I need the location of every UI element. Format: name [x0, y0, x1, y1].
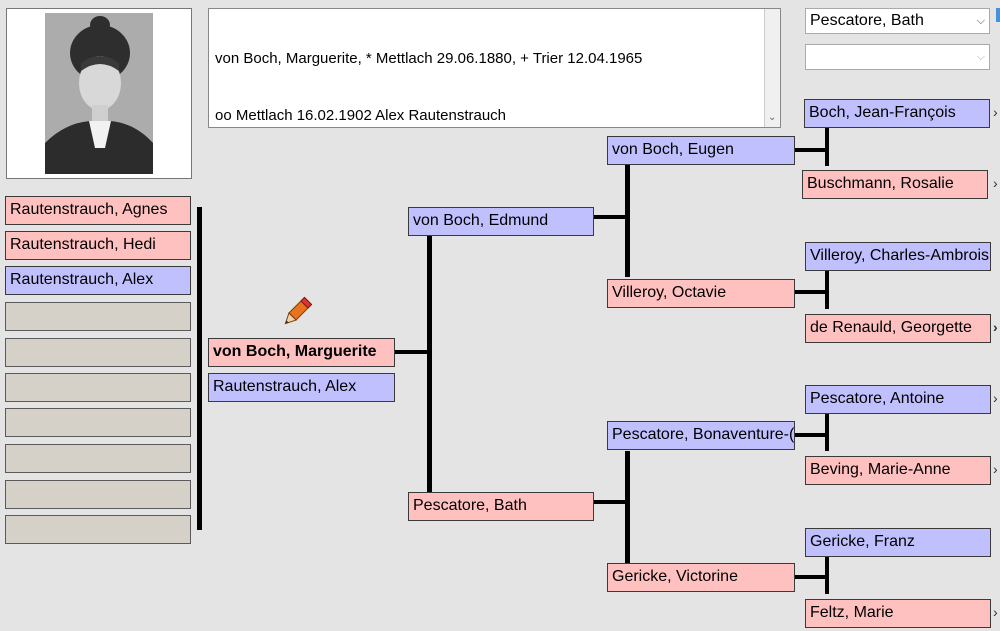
connector-line: [825, 128, 829, 166]
grandfather-maternal-box[interactable]: Pescatore, Bonaventure-(: [607, 421, 795, 450]
great-grandparent-box[interactable]: Feltz, Marie: [805, 599, 991, 628]
connector-line: [395, 350, 431, 354]
empty-child-slot[interactable]: [5, 444, 191, 473]
connector-line: [594, 500, 628, 504]
great-grandparent-box[interactable]: Pescatore, Antoine: [805, 385, 991, 414]
connector-line: [427, 236, 432, 493]
grandmother-maternal-box[interactable]: Gericke, Victorine: [607, 563, 795, 592]
selected-person-box[interactable]: von Boch, Marguerite: [208, 338, 395, 367]
more-ancestors-marker[interactable]: ›: [993, 461, 998, 477]
child-box[interactable]: Rautenstrauch, Alex: [5, 266, 191, 295]
great-grandparent-box[interactable]: Gericke, Franz: [805, 528, 991, 557]
great-grandparent-box[interactable]: Villeroy, Charles-Ambrois: [805, 242, 991, 271]
great-grandparent-box[interactable]: Buschmann, Rosalie: [802, 170, 988, 199]
child-box[interactable]: Rautenstrauch, Agnes: [5, 196, 191, 225]
chevron-down-icon: ⌵: [976, 51, 985, 63]
father-box[interactable]: von Boch, Edmund: [408, 207, 594, 236]
connector-line: [825, 413, 829, 451]
scroll-down-arrow-icon[interactable]: ⌄: [768, 112, 777, 123]
connector-line: [795, 433, 828, 437]
empty-child-slot[interactable]: [5, 408, 191, 437]
great-grandparent-box[interactable]: Boch, Jean-François: [804, 99, 990, 128]
notes-scrollbar[interactable]: ⌄: [764, 9, 780, 127]
person-photo: [45, 13, 153, 174]
connector-line: [795, 290, 828, 294]
more-ancestors-marker[interactable]: ›: [993, 319, 998, 335]
chevron-down-icon: ⌵: [976, 15, 985, 27]
more-ancestors-marker[interactable]: ›: [993, 390, 998, 406]
family-select[interactable]: Pescatore, Bath ⌵: [805, 8, 990, 34]
empty-child-slot[interactable]: [5, 302, 191, 331]
pencil-icon[interactable]: [280, 296, 312, 330]
spouse-box[interactable]: Rautenstrauch, Alex: [208, 373, 395, 402]
connector-line: [825, 556, 829, 594]
connector-line: [625, 165, 630, 277]
empty-child-slot[interactable]: [5, 515, 191, 544]
more-ancestors-marker[interactable]: ›: [993, 604, 998, 620]
edge-toolbar-icon[interactable]: [996, 8, 1000, 22]
notes-line-2: oo Mettlach 16.02.1902 Alex Rautenstrauc…: [215, 107, 507, 124]
notes-textarea[interactable]: von Boch, Marguerite, * Mettlach 29.06.1…: [208, 8, 781, 128]
connector-line: [795, 575, 828, 579]
empty-child-slot[interactable]: [5, 373, 191, 402]
children-bracket-line: [197, 207, 202, 530]
connector-line: [594, 215, 628, 219]
connector-line: [825, 271, 829, 309]
empty-child-slot[interactable]: [5, 338, 191, 367]
mother-box[interactable]: Pescatore, Bath: [408, 492, 594, 521]
grandfather-paternal-box[interactable]: von Boch, Eugen: [607, 136, 795, 165]
grandmother-paternal-box[interactable]: Villeroy, Octavie: [607, 279, 795, 308]
family-select-value: Pescatore, Bath: [810, 12, 924, 29]
secondary-select[interactable]: ⌵: [805, 44, 990, 70]
great-grandparent-box[interactable]: Beving, Marie-Anne: [805, 456, 991, 485]
more-ancestors-marker[interactable]: ›: [993, 175, 998, 191]
connector-line: [795, 148, 828, 152]
connector-line: [625, 451, 630, 563]
person-photo-frame[interactable]: [6, 8, 192, 179]
great-grandparent-box[interactable]: de Renauld, Georgette: [805, 314, 991, 343]
child-box[interactable]: Rautenstrauch, Hedi: [5, 231, 191, 260]
more-ancestors-marker[interactable]: ›: [993, 104, 998, 120]
notes-line-1: von Boch, Marguerite, * Mettlach 29.06.1…: [215, 50, 643, 67]
empty-child-slot[interactable]: [5, 480, 191, 509]
